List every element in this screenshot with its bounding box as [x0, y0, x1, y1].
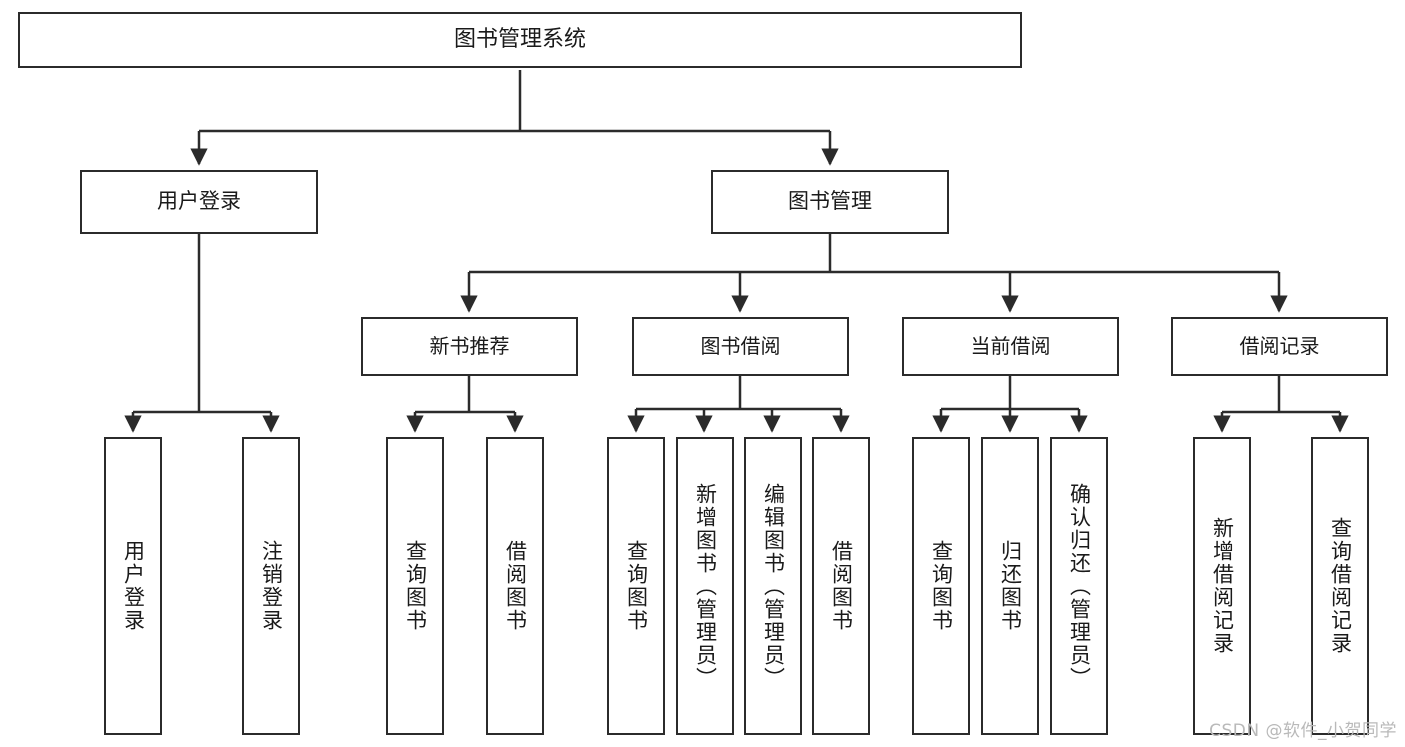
node-current-borrow[interactable]: 当前借阅	[902, 317, 1119, 376]
node-label: 用户登录	[157, 189, 241, 214]
node-label: 查询图书	[403, 540, 428, 632]
node-label: 用户登录	[121, 540, 146, 632]
leaf-add-borrow-record[interactable]: 新增借阅记录	[1193, 437, 1251, 735]
leaf-query-book-borrow[interactable]: 查询图书	[607, 437, 665, 735]
node-label: 归还图书	[998, 540, 1023, 632]
leaf-query-borrow-record[interactable]: 查询借阅记录	[1311, 437, 1369, 735]
node-label: 图书管理系统	[453, 26, 586, 52]
node-borrow-record[interactable]: 借阅记录	[1171, 317, 1388, 376]
leaf-user-login[interactable]: 用户登录	[104, 437, 162, 735]
node-label: 借阅图书	[503, 540, 528, 632]
node-label: 查询借阅记录	[1328, 517, 1353, 655]
watermark: CSDN @软件_小贺同学	[1209, 721, 1397, 741]
node-label: 借阅图书	[829, 540, 854, 632]
node-label: 图书管理	[788, 189, 872, 214]
node-book-management[interactable]: 图书管理	[711, 170, 949, 234]
node-root-book-management-system[interactable]: 图书管理系统	[18, 12, 1022, 68]
node-user-login[interactable]: 用户登录	[80, 170, 318, 234]
leaf-query-book-current[interactable]: 查询图书	[912, 437, 970, 735]
leaf-confirm-return-admin[interactable]: 确认归还（管理员）	[1050, 437, 1108, 735]
leaf-borrow-book[interactable]: 借阅图书	[812, 437, 870, 735]
node-book-borrow[interactable]: 图书借阅	[632, 317, 849, 376]
node-new-book-recommend[interactable]: 新书推荐	[361, 317, 578, 376]
leaf-query-book-recommend[interactable]: 查询图书	[386, 437, 444, 735]
node-label: 编辑图书（管理员）	[761, 482, 786, 690]
node-label: 新增图书（管理员）	[693, 482, 718, 690]
node-label: 查询图书	[929, 540, 954, 632]
node-label: 借阅记录	[1239, 334, 1320, 359]
node-label: 图书借阅	[700, 334, 781, 359]
leaf-add-book-admin[interactable]: 新增图书（管理员）	[676, 437, 734, 735]
leaf-logout-login[interactable]: 注销登录	[242, 437, 300, 735]
node-label: 新增借阅记录	[1210, 517, 1235, 655]
node-label: 新书推荐	[429, 334, 510, 359]
leaf-return-book[interactable]: 归还图书	[981, 437, 1039, 735]
node-label: 查询图书	[624, 540, 649, 632]
leaf-edit-book-admin[interactable]: 编辑图书（管理员）	[744, 437, 802, 735]
node-label: 确认归还（管理员）	[1067, 482, 1092, 690]
node-label: 当前借阅	[970, 334, 1051, 359]
node-label: 注销登录	[259, 540, 284, 632]
leaf-borrow-book-recommend[interactable]: 借阅图书	[486, 437, 544, 735]
